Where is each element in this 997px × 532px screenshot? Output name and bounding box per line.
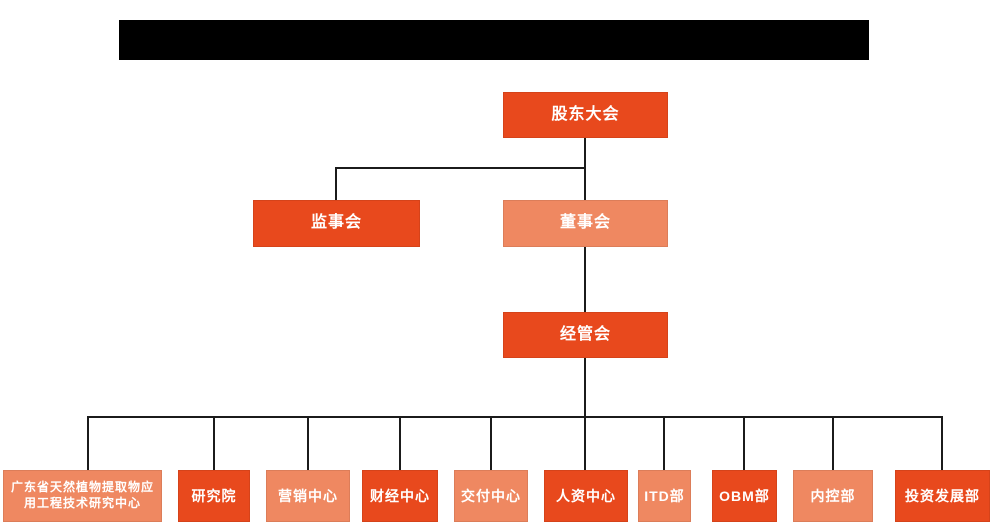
org-node-label: 财经中心 <box>370 487 430 504</box>
connector-line <box>87 416 943 418</box>
org-node-label: OBM部 <box>719 487 770 504</box>
org-node-hr-center: 人资中心 <box>544 470 628 522</box>
org-node-board-of-directors: 董事会 <box>503 200 668 247</box>
org-node-investment-development-dept: 投资发展部 <box>895 470 990 522</box>
org-node-label: 研究院 <box>191 487 237 504</box>
org-node-label: ITD部 <box>644 487 685 504</box>
org-node-delivery-center: 交付中心 <box>454 470 528 522</box>
connector-line <box>335 167 337 200</box>
org-node-finance-center: 财经中心 <box>362 470 438 522</box>
connector-line <box>584 138 586 200</box>
org-node-label: 广东省天然植物提取物应 <box>10 480 154 495</box>
connector-line <box>87 416 89 470</box>
connector-line <box>307 416 309 470</box>
org-node-label: 经管会 <box>559 325 611 343</box>
connector-line <box>399 416 401 470</box>
connector-line <box>743 416 745 470</box>
connector-line <box>335 167 586 169</box>
connector-line <box>941 416 943 470</box>
connector-line <box>663 416 665 470</box>
org-node-gd-natural-plant-extract-research-center: 广东省天然植物提取物应用工程技术研究中心 <box>3 470 162 522</box>
org-node-research-institute: 研究院 <box>178 470 250 522</box>
title-bar-redacted <box>119 20 869 60</box>
org-node-itd-dept: ITD部 <box>638 470 691 522</box>
org-node-label: 人资中心 <box>556 487 616 504</box>
org-node-label: 股东大会 <box>551 105 620 123</box>
org-node-management-committee: 经管会 <box>503 312 668 358</box>
org-node-label: 监事会 <box>310 214 362 232</box>
org-node-label: 投资发展部 <box>905 487 980 504</box>
connector-line <box>584 358 586 470</box>
org-node-obm-dept: OBM部 <box>712 470 777 522</box>
org-node-marketing-center: 营销中心 <box>266 470 350 522</box>
org-node-label: 用工程技术研究中心 <box>23 496 141 510</box>
org-node-label: 内控部 <box>810 487 856 504</box>
connector-line <box>490 416 492 470</box>
org-node-supervisory-board: 监事会 <box>253 200 420 247</box>
org-node-label: 董事会 <box>559 214 611 232</box>
org-node-label: 营销中心 <box>278 487 338 504</box>
connector-line <box>584 247 586 312</box>
org-node-label: 交付中心 <box>461 487 521 504</box>
connector-line <box>213 416 215 470</box>
org-node-shareholders-meeting: 股东大会 <box>503 92 668 138</box>
connector-line <box>832 416 834 470</box>
org-node-internal-control-dept: 内控部 <box>793 470 873 522</box>
